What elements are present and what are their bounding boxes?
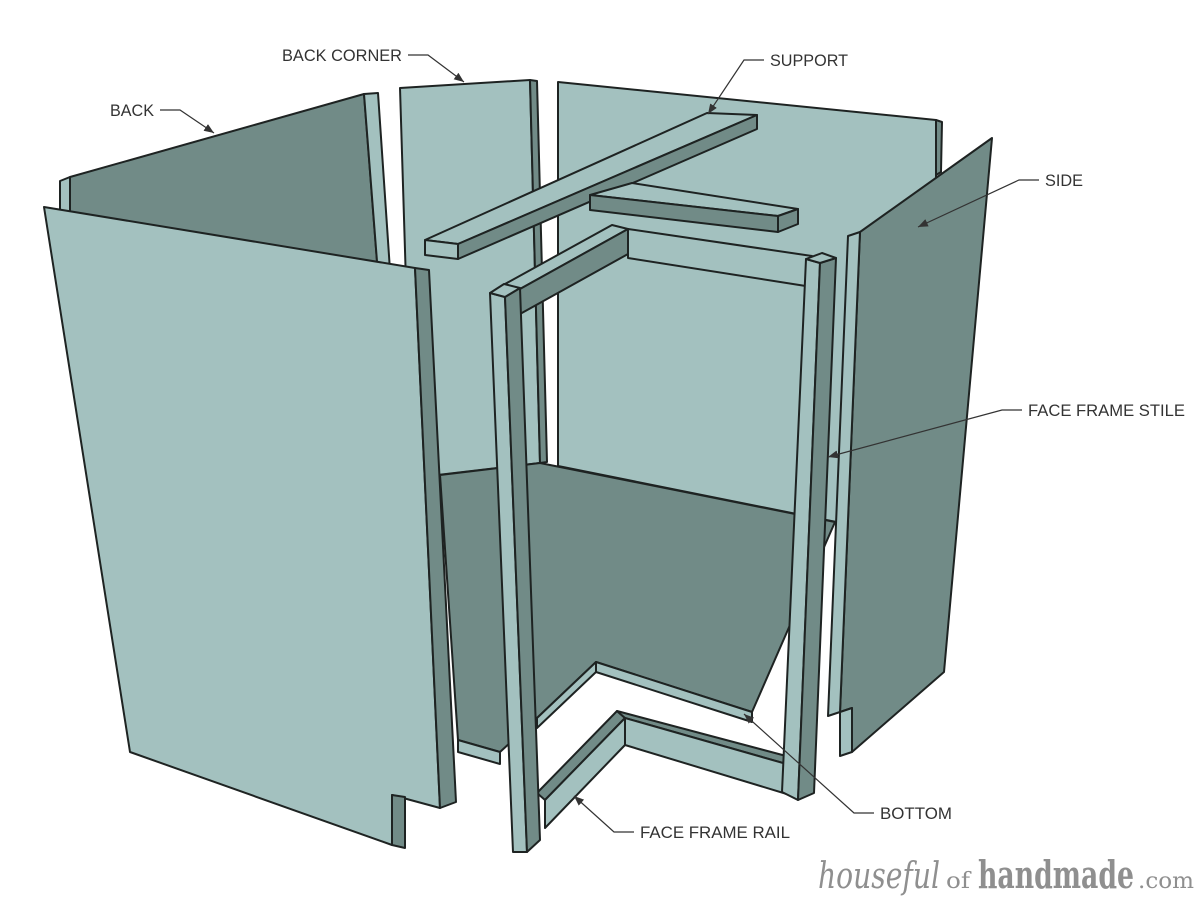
- label-support: SUPPORT: [770, 51, 848, 70]
- back-right-panel-edge: [935, 119, 943, 176]
- face-frame-bottom-rails: [536, 710, 791, 829]
- left-side-panel-front-edge: [414, 267, 457, 809]
- left-side-panel-toe-kick-edge: [391, 794, 406, 849]
- long-support-end: [424, 239, 459, 260]
- leader-lines: [160, 54, 1039, 833]
- watermark-word-com: .com: [1138, 869, 1194, 894]
- short-support-end: [777, 208, 799, 233]
- bottom-panel-notch-left-edge: [536, 661, 597, 729]
- label-face-frame-rail: FACE FRAME RAIL: [640, 823, 790, 842]
- back-leader: [160, 109, 215, 134]
- watermark-word-houseful: houseful: [818, 856, 940, 897]
- right-stile-top: [805, 252, 837, 264]
- label-face-frame-stile: FACE FRAME STILE: [1028, 401, 1185, 420]
- watermark-logo: houseful of handmade .com: [818, 852, 1194, 897]
- long-support: [424, 112, 758, 260]
- short-support: [589, 182, 799, 233]
- side-panel-toe-kick-edge: [839, 707, 853, 757]
- left-stile-top: [489, 283, 521, 298]
- support-leader: [707, 59, 764, 115]
- face-frame-right-stile: [781, 252, 837, 801]
- side-leader: [917, 179, 1039, 228]
- part-labels: BACK CORNER SUPPORT BACK SIDE FACE FRAME…: [110, 46, 1185, 842]
- bottom-leader: [743, 713, 874, 814]
- label-back-corner: BACK CORNER: [282, 46, 402, 65]
- watermark-word-of: of: [946, 869, 972, 894]
- bottom-panel: [439, 462, 836, 765]
- watermark-word-handmade: handmade: [978, 852, 1134, 897]
- label-side: SIDE: [1045, 171, 1083, 190]
- left-side-panel: [43, 206, 457, 849]
- face-frame-rail-leader: [573, 795, 634, 833]
- back-corner-leader: [408, 54, 465, 83]
- face-frame-stile-leader: [827, 409, 1022, 459]
- label-bottom: BOTTOM: [880, 804, 952, 823]
- left-side-panel-face: [43, 206, 441, 846]
- face-frame-left-stile: [489, 283, 541, 853]
- side-panel: [827, 137, 993, 757]
- side-panel-face: [839, 137, 993, 753]
- bottom-panel-front-left-edge: [457, 739, 501, 765]
- label-back: BACK: [110, 101, 155, 120]
